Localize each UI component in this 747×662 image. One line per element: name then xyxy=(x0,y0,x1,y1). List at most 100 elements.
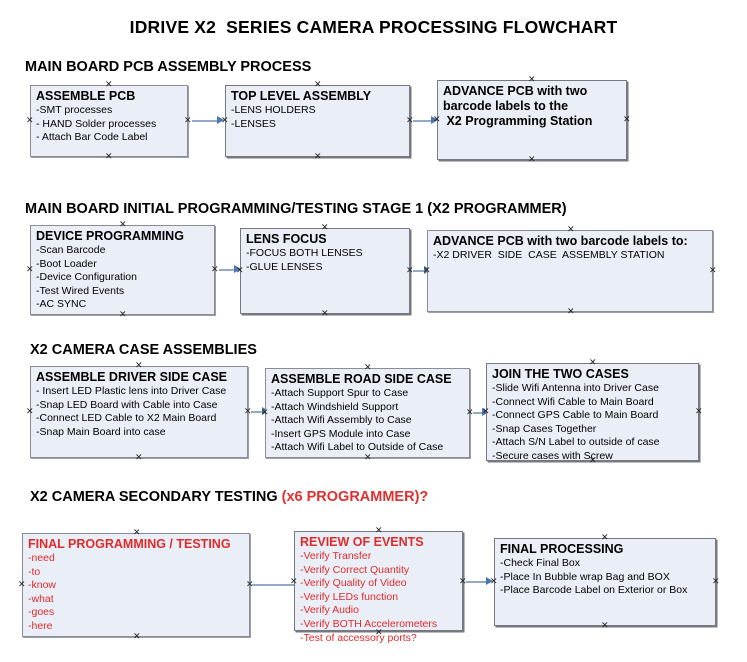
node-title: TOP LEVEL ASSEMBLY xyxy=(231,89,372,103)
connector-top-level-to-advance-pcb xyxy=(413,120,435,122)
resize-handle-bottom[interactable] xyxy=(528,156,535,163)
node-line: -Snap Cases Together xyxy=(492,422,597,435)
resize-handle-left[interactable] xyxy=(18,581,25,588)
resize-handle-top[interactable] xyxy=(601,534,608,541)
resize-handle-bottom[interactable] xyxy=(589,457,596,464)
resize-handle-top[interactable] xyxy=(321,224,328,231)
resize-handle-top[interactable] xyxy=(364,364,371,371)
section-heading-main-board-initial-programming: MAIN BOARD INITIAL PROGRAMMING/TESTING S… xyxy=(25,201,567,217)
resize-handle-top[interactable] xyxy=(375,527,382,534)
node-line: -Connect GPS Cable to Main Board xyxy=(492,409,659,421)
connector-road-case-to-join-cases xyxy=(473,412,485,414)
resize-handle-left[interactable] xyxy=(290,578,297,585)
resize-handle-right[interactable] xyxy=(623,116,630,123)
resize-handle-right[interactable] xyxy=(695,408,702,415)
node-line: -here xyxy=(28,619,53,632)
node-line: -Verify LEDs function xyxy=(300,590,399,603)
node-line: -Attach Wifi Assembly to Case xyxy=(271,414,412,426)
resize-handle-right[interactable] xyxy=(184,117,191,124)
resize-handle-left[interactable] xyxy=(423,267,430,274)
resize-handle-top[interactable] xyxy=(135,362,142,369)
resize-handle-left[interactable] xyxy=(236,267,243,274)
resize-handle-bottom[interactable] xyxy=(314,153,321,160)
resize-handle-left[interactable] xyxy=(433,116,440,123)
resize-handle-top[interactable] xyxy=(589,359,596,366)
node-device-programming[interactable]: DEVICE PROGRAMMING -Scan Barcode -Boot L… xyxy=(30,225,215,315)
node-title: ASSEMBLE ROAD SIDE CASE xyxy=(271,372,452,386)
node-line: - Attach Bar Code Label xyxy=(36,131,148,143)
node-final-processing[interactable]: FINAL PROCESSING -Check Final Box -Place… xyxy=(494,538,716,626)
resize-handle-left[interactable] xyxy=(482,408,489,415)
node-line: - HAND Solder processes xyxy=(36,117,157,130)
node-title: FINAL PROGRAMMING / TESTING xyxy=(28,537,231,551)
node-lens-focus[interactable]: LENS FOCUS -FOCUS BOTH LENSES -GLUE LENS… xyxy=(240,228,410,314)
resize-handle-bottom[interactable] xyxy=(364,454,371,461)
node-line: -LENSES xyxy=(231,117,276,130)
resize-handle-right[interactable] xyxy=(712,578,719,585)
node-assemble-pcb[interactable]: ASSEMBLE PCB -SMT processes - HAND Solde… xyxy=(30,85,188,157)
section-heading-text: X2 CAMERA SECONDARY TESTING xyxy=(30,489,282,505)
resize-handle-bottom[interactable] xyxy=(567,308,574,315)
resize-handle-left[interactable] xyxy=(26,266,33,273)
node-title: ASSEMBLE PCB xyxy=(36,89,136,103)
resize-handle-top[interactable] xyxy=(133,529,140,536)
node-line: -SMT processes xyxy=(36,104,113,116)
resize-handle-right[interactable] xyxy=(709,267,716,274)
node-review-of-events[interactable]: REVIEW OF EVENTS -Verify Transfer -Verif… xyxy=(294,531,463,644)
node-advance-pcb-driver-side[interactable]: ADVANCE PCB with two barcode labels to: … xyxy=(427,230,713,312)
resize-handle-top[interactable] xyxy=(528,76,535,83)
resize-handle-left[interactable] xyxy=(221,117,228,124)
node-assemble-road-side-case[interactable]: ASSEMBLE ROAD SIDE CASE -Attach Support … xyxy=(265,368,470,458)
node-title: FINAL PROCESSING xyxy=(500,542,624,556)
node-line: -Connect Wifi Cable to Main Board xyxy=(492,395,654,408)
resize-handle-left[interactable] xyxy=(490,578,497,585)
node-line: -Snap Main Board into case xyxy=(36,425,166,438)
node-line: -goes xyxy=(28,606,55,618)
node-line: -need xyxy=(28,552,55,564)
resize-handle-right[interactable] xyxy=(406,117,413,124)
resize-handle-left[interactable] xyxy=(261,409,268,416)
connector-final-programming-to-review xyxy=(252,584,294,586)
node-final-programming-testing[interactable]: FINAL PROGRAMMING / TESTING -need -to -k… xyxy=(22,533,250,637)
resize-handle-right[interactable] xyxy=(406,267,413,274)
resize-handle-left[interactable] xyxy=(26,117,33,124)
section-heading-accent: (x6 PROGRAMMER)? xyxy=(281,489,429,505)
section-heading-x2-camera-secondary-testing: X2 CAMERA SECONDARY TESTING (x6 PROGRAMM… xyxy=(30,489,428,505)
node-line: -Insert GPS Module into Case xyxy=(271,427,411,440)
resize-handle-bottom[interactable] xyxy=(321,310,328,317)
node-title: LENS FOCUS xyxy=(246,232,327,246)
connector-assemble-pcb-to-top-level xyxy=(192,120,219,122)
resize-handle-bottom[interactable] xyxy=(119,311,126,318)
node-line: -X2 DRIVER SIDE CASE ASSEMBLY STATION xyxy=(433,249,665,261)
resize-handle-bottom[interactable] xyxy=(135,454,142,461)
node-line: -to xyxy=(28,565,41,578)
node-advance-pcb-station[interactable]: ADVANCE PCB with two barcode labels to t… xyxy=(437,80,627,160)
node-line: -FOCUS BOTH LENSES xyxy=(246,247,363,259)
node-line: -Verify Quality of Video xyxy=(300,577,407,589)
resize-handle-top[interactable] xyxy=(314,81,321,88)
node-line: -Attach Support Spur to Case xyxy=(271,387,409,399)
node-line: -Verify Transfer xyxy=(300,550,372,562)
resize-handle-right[interactable] xyxy=(211,266,218,273)
section-heading-x2-camera-case-assemblies: X2 CAMERA CASE ASSEMBLIES xyxy=(30,342,257,358)
page-title: IDRIVE X2 SERIES CAMERA PROCESSING FLOWC… xyxy=(129,17,618,37)
node-line: barcode labels to the xyxy=(443,99,569,113)
node-line: -GLUE LENSES xyxy=(246,260,323,273)
resize-handle-bottom[interactable] xyxy=(601,622,608,629)
resize-handle-right[interactable] xyxy=(459,578,466,585)
node-line: -Device Configuration xyxy=(36,271,137,283)
resize-handle-right[interactable] xyxy=(466,409,473,416)
resize-handle-bottom[interactable] xyxy=(105,153,112,160)
resize-handle-right[interactable] xyxy=(244,408,251,415)
node-line: -LENS HOLDERS xyxy=(231,104,316,116)
resize-handle-left[interactable] xyxy=(26,408,33,415)
node-top-level-assembly[interactable]: TOP LEVEL ASSEMBLY -LENS HOLDERS -LENSES xyxy=(225,85,410,157)
resize-handle-top[interactable] xyxy=(119,221,126,228)
node-join-the-two-cases[interactable]: JOIN THE TWO CASES -Slide Wifi Antenna i… xyxy=(486,363,699,462)
resize-handle-top[interactable] xyxy=(567,226,574,233)
node-line: -know xyxy=(28,579,57,591)
node-assemble-driver-side-case[interactable]: ASSEMBLE DRIVER SIDE CASE - Insert LED P… xyxy=(30,366,248,458)
resize-handle-bottom[interactable] xyxy=(133,633,140,640)
resize-handle-top[interactable] xyxy=(105,81,112,88)
resize-handle-bottom[interactable] xyxy=(375,629,382,636)
